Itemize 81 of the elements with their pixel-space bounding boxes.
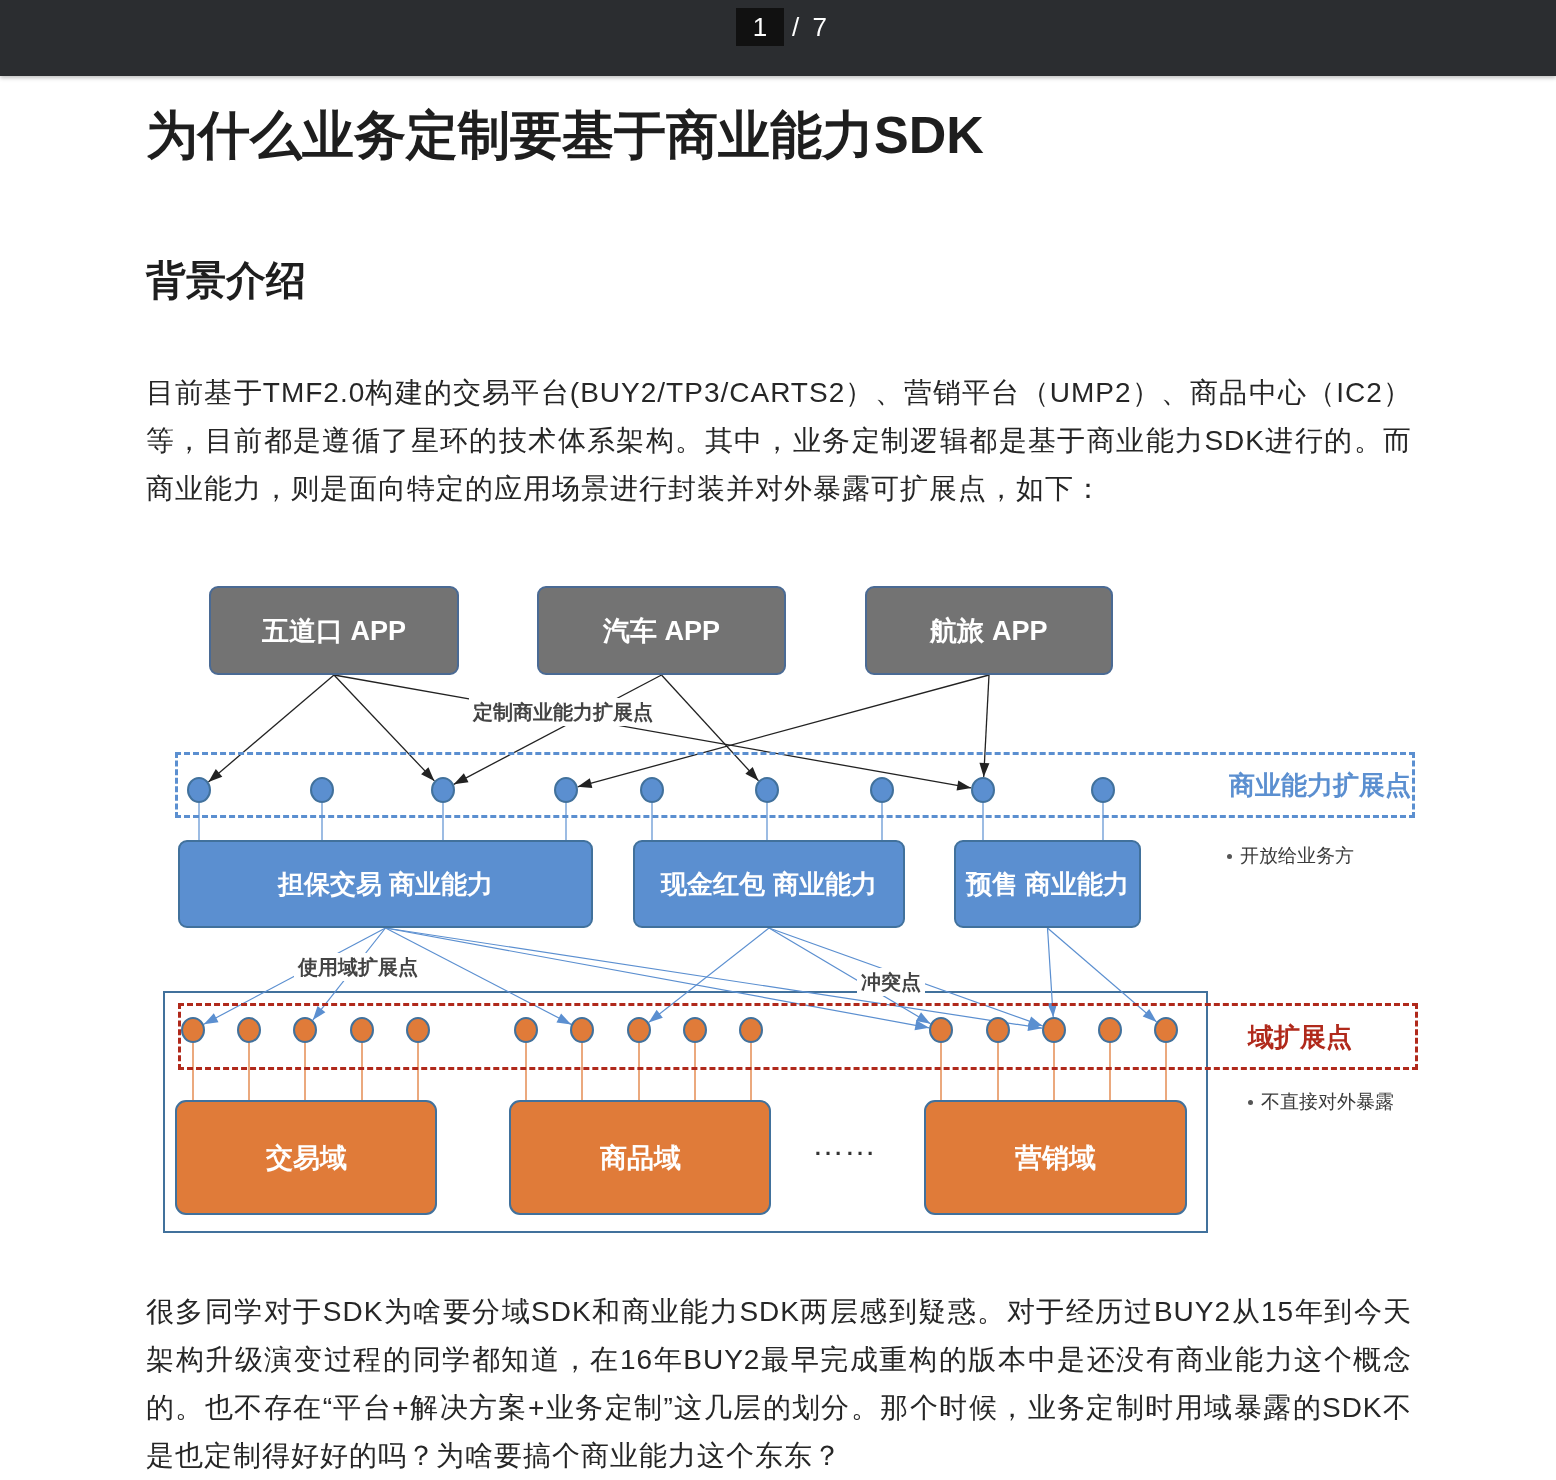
page-number-field: 1	[736, 8, 784, 46]
point-circle	[350, 1017, 374, 1043]
domain-box: 商品域	[509, 1100, 771, 1215]
point-circle	[1098, 1017, 1122, 1043]
connector-line	[321, 802, 323, 841]
connector-line	[1102, 802, 1104, 841]
app-box: 汽车 APP	[537, 586, 786, 675]
connector-line	[581, 1042, 583, 1101]
capability-box: 预售 商业能力	[954, 840, 1141, 928]
point-circle	[310, 777, 334, 803]
connector-line	[361, 1042, 363, 1101]
point-circle	[640, 777, 664, 803]
edge-label: 冲突点	[857, 968, 925, 996]
connector-line	[1109, 1042, 1111, 1101]
connector-line	[997, 1042, 999, 1101]
arrow	[384, 927, 1043, 1032]
point-circle	[870, 777, 894, 803]
connector-line	[750, 1042, 752, 1101]
point-circle	[627, 1017, 651, 1043]
arrow	[333, 674, 436, 782]
domain-box: 营销域	[924, 1100, 1187, 1215]
dashed-frame	[175, 752, 1415, 818]
point-circle	[237, 1017, 261, 1043]
arrow	[648, 927, 770, 1023]
arrow	[1046, 927, 1158, 1023]
note-text: 开放给业务方	[1240, 844, 1354, 868]
connector-line	[982, 802, 984, 841]
point-circle	[1042, 1017, 1066, 1043]
section-heading: 背景介绍	[146, 257, 306, 304]
connector-line	[525, 1042, 527, 1101]
app-box: 五道口 APP	[209, 586, 459, 675]
connector-line	[304, 1042, 306, 1101]
point-circle	[514, 1017, 538, 1043]
point-circle	[1154, 1017, 1178, 1043]
connector-line	[248, 1042, 250, 1101]
capability-box: 现金红包 商业能力	[633, 840, 905, 928]
arrow	[1046, 927, 1058, 1018]
connector-line	[638, 1042, 640, 1101]
app-box: 航旅 APP	[865, 586, 1113, 675]
connector-line	[881, 802, 883, 841]
connector-line	[766, 802, 768, 841]
connector-line	[565, 802, 567, 841]
dashed-frame	[178, 1003, 1418, 1070]
point-circle	[986, 1017, 1010, 1043]
point-circle	[181, 1017, 205, 1043]
point-circle	[1091, 777, 1115, 803]
connector-line	[651, 802, 653, 841]
point-circle	[929, 1017, 953, 1043]
note-text: 不直接对外暴露	[1261, 1090, 1394, 1114]
point-circle	[187, 777, 211, 803]
point-circle	[431, 777, 455, 803]
arrow	[384, 927, 572, 1025]
point-circle	[293, 1017, 317, 1043]
connector-line	[442, 802, 444, 841]
connector-line	[417, 1042, 419, 1101]
arrow	[576, 674, 990, 788]
arrow	[660, 674, 760, 782]
arrow	[207, 674, 335, 783]
connector-line	[694, 1042, 696, 1101]
point-circle	[755, 777, 779, 803]
point-circle	[554, 777, 578, 803]
band-title: 域扩展点	[1248, 1020, 1352, 1054]
point-circle	[971, 777, 995, 803]
domain-box: 交易域	[175, 1100, 437, 1215]
point-circle	[570, 1017, 594, 1043]
connector-line	[940, 1042, 942, 1101]
point-circle	[683, 1017, 707, 1043]
paragraph: 很多同学对于SDK为啥要分域SDK和商业能力SDK两层感到疑惑。对于经历过BUY2从15年到今天架构升级演变过程的同学都知道，在16年BUY2最早完成重构的版本中是还没有商业能力这个概念的。也不存在“平台+解决方案+业务定制”这几层的划分。那个时候，业务定制时用域暴露的SDK不是也定制得好好的吗？为啥要搞个商业能力这个东东？	[146, 1295, 1412, 1473]
connector-line	[198, 802, 200, 841]
paragraph: 目前基于TMF2.0构建的交易平台(BUY2/TP3/CARTS2）、营销平台（UMP2）、商品中心（IC2）等，目前都是遵循了星环的技术体系架构。其中，业务定制逻辑都是基于商业能力SDK进行的。而商业能力，则是面向特定的应用场景进行封装并对外暴露可扩展点，如下：	[146, 376, 1412, 506]
connector-line	[1053, 1042, 1055, 1101]
connector-line	[192, 1042, 194, 1101]
ellipsis: ……	[812, 1128, 876, 1160]
page-count: / 7	[792, 11, 830, 44]
page-title: 为什么业务定制要基于商业能力SDK	[146, 105, 984, 166]
point-circle	[739, 1017, 763, 1043]
connector-line	[1165, 1042, 1167, 1101]
point-circle	[406, 1017, 430, 1043]
capability-box: 担保交易 商业能力	[178, 840, 593, 928]
arrow	[979, 674, 990, 778]
band-title: 商业能力扩展点	[1229, 769, 1411, 802]
